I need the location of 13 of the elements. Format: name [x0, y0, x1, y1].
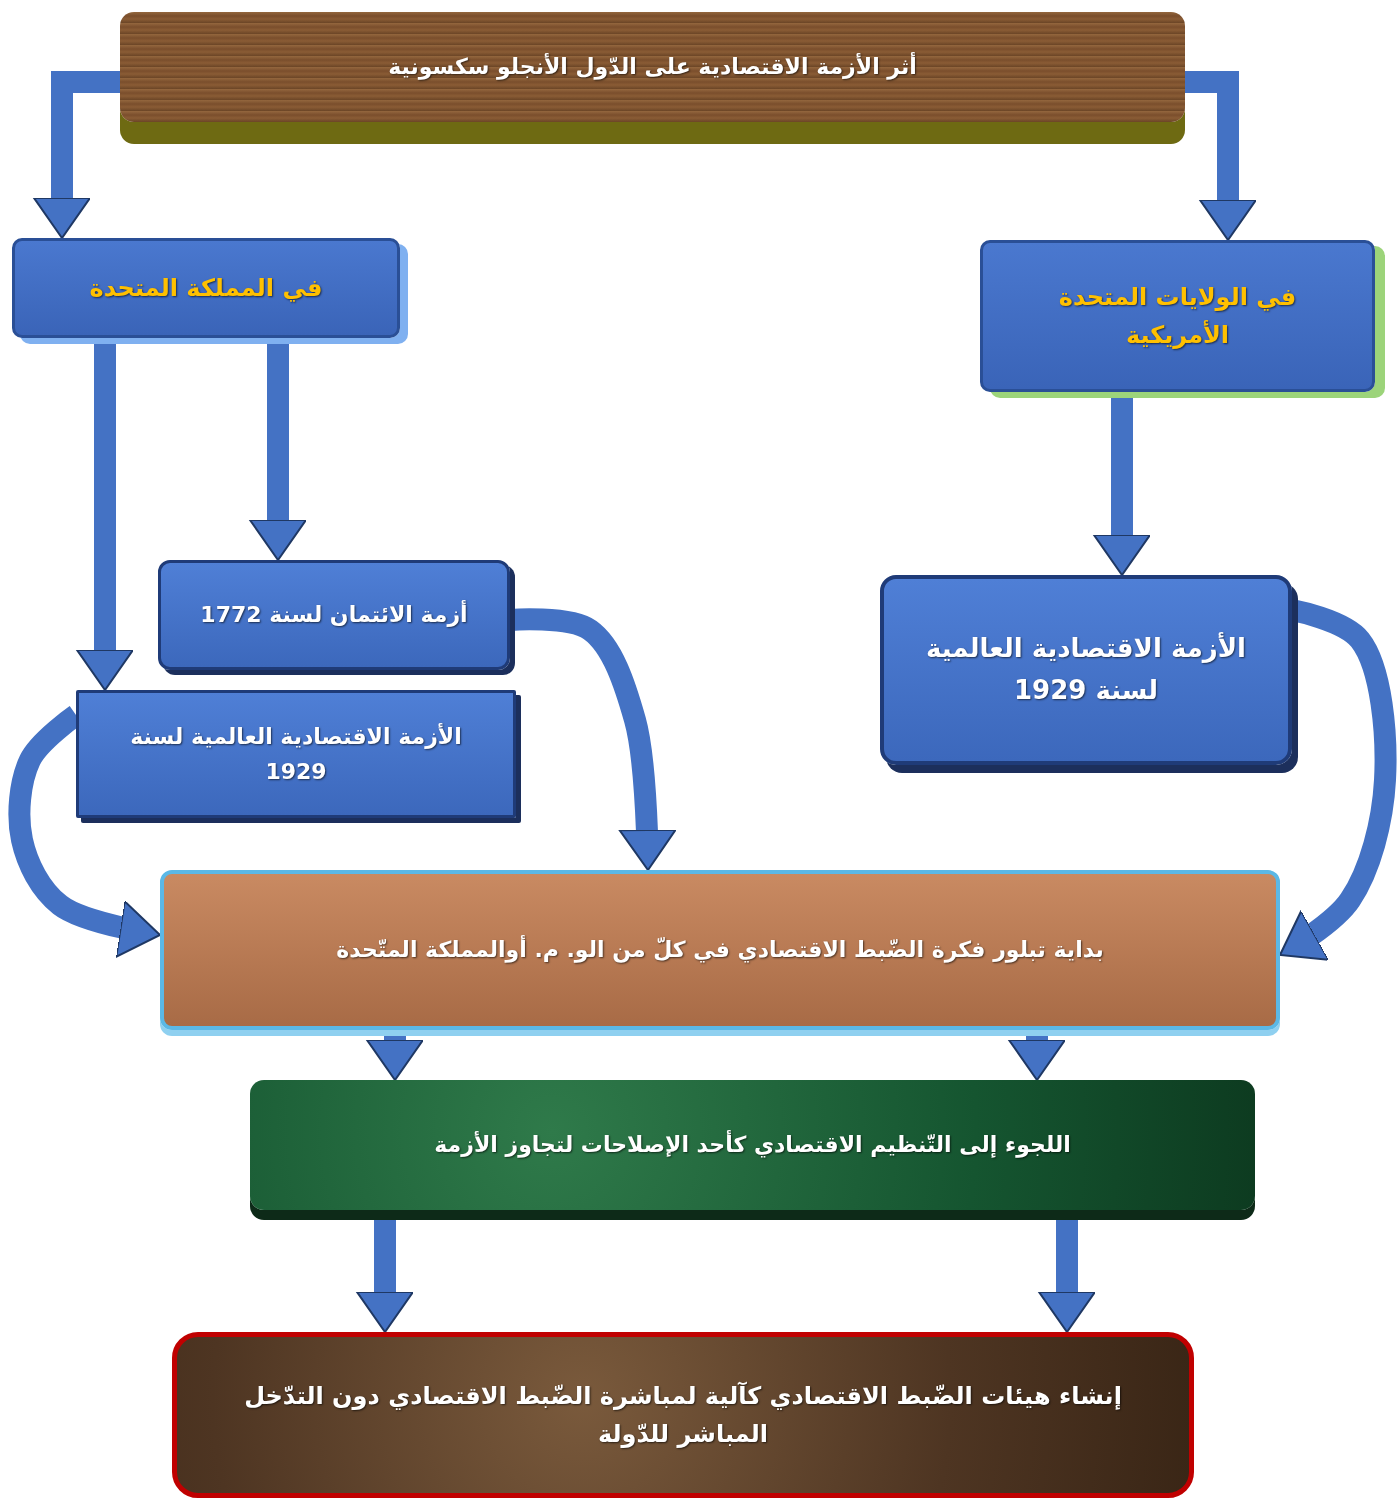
node-text: الأزمة الاقتصادية العالمية لسنة 1929 [924, 631, 1248, 707]
result-box [172, 1332, 1194, 1498]
node-text: اللجوء إلى التّنظيم الاقتصادي كأحد الإصلاحات لتجاوز الأزمة [433, 1129, 1072, 1160]
node-text: إنشاء هيئات الضّبط الاقتصادي كآلية لمباشرة الضّبط الاقتصادي دون التدّخل المباشر للدّولة [243, 1380, 1123, 1450]
block-arrow [33, 71, 120, 239]
block-arrow [1185, 71, 1257, 241]
node-text: في المملكة المتحدة [88, 272, 324, 304]
block-arrow [8, 706, 162, 958]
node-text: في الولايات المتحدة الأمريكية [1057, 281, 1298, 351]
node-text: أزمة الائتمان لسنة 1772 [199, 599, 469, 630]
node-text: الأزمة الاقتصادية العالمية لسنة 1929 [129, 722, 463, 786]
node-text: بداية تبلور فكرة الضّبط الاقتصادي في كلّ من الو. م. أوالمملكة المتّحدة [335, 934, 1105, 965]
node-text: أثر الأزمة الاقتصادية على الدّول الأنجلو سكسونية [387, 51, 918, 82]
